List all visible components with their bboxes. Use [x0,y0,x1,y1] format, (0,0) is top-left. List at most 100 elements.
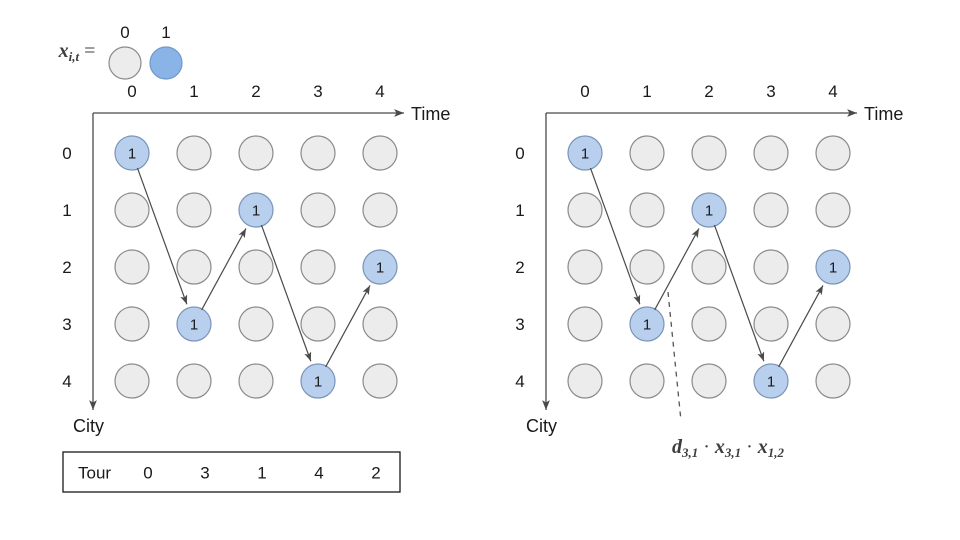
node-value-label: 1 [581,146,589,163]
tour-edge-arrow [260,224,312,362]
grid-node-empty[interactable] [176,135,212,171]
node-value-label: 1 [376,260,384,277]
grid-node-empty[interactable] [753,192,789,228]
grid-node-empty[interactable] [815,135,851,171]
grid-node-empty[interactable] [176,363,212,399]
node-circle [567,306,603,342]
grid-node-empty[interactable] [753,135,789,171]
node-circle [114,192,150,228]
grid-node-empty[interactable] [114,306,150,342]
tour-cell-3: 4 [314,464,323,483]
grid-node-empty[interactable] [691,363,727,399]
grid-node-empty[interactable] [362,192,398,228]
grid-node-empty[interactable] [238,135,274,171]
grid-node-empty[interactable] [629,363,665,399]
legend-swatch-zero [108,46,142,80]
grid-node-active[interactable]: 1 [691,192,727,228]
node-circle [629,192,665,228]
grid-node-active[interactable]: 1 [629,306,665,342]
grid-node-active[interactable]: 1 [114,135,150,171]
grid-node-empty[interactable] [567,192,603,228]
grid-node-empty[interactable] [567,306,603,342]
grid-node-empty[interactable] [753,306,789,342]
grid-node-empty[interactable] [362,306,398,342]
node-value-label: 1 [829,260,837,277]
grid-node-empty[interactable] [300,249,336,285]
grid-node-empty[interactable] [691,249,727,285]
tour-table-border [62,451,401,493]
right-time-axis-label: Time [864,104,903,124]
grid-node-empty[interactable] [176,192,212,228]
node-circle [691,135,727,171]
grid-node-empty[interactable] [815,306,851,342]
node-circle [362,135,398,171]
tour-row-label: Tour [78,464,111,483]
tour-cell-2: 1 [257,464,266,483]
grid-node-empty[interactable] [300,135,336,171]
node-value-label: 1 [314,374,322,391]
grid-node-empty[interactable] [238,306,274,342]
node-circle [114,249,150,285]
tour-edge-arrow [136,167,188,305]
grid-node-active[interactable]: 1 [300,363,336,399]
node-circle [300,192,336,228]
node-circle [238,135,274,171]
grid-node-empty[interactable] [114,363,150,399]
left-grid-nodes: 1 1 1 1 1 [114,135,398,399]
grid-node-empty[interactable] [114,192,150,228]
grid-node-empty[interactable] [691,135,727,171]
left-time-tick-4: 4 [375,82,384,101]
node-circle [629,249,665,285]
grid-node-empty[interactable] [300,192,336,228]
tour-edge-arrow [713,224,765,362]
node-circle [567,192,603,228]
grid-node-active[interactable]: 1 [567,135,603,171]
node-circle [362,192,398,228]
left-time-tick-0: 0 [127,82,136,101]
grid-node-active[interactable]: 1 [238,192,274,228]
node-value-label: 1 [128,146,136,163]
left-city-tick-3: 3 [62,315,71,334]
grid-node-empty[interactable] [815,363,851,399]
grid-node-active[interactable]: 1 [362,249,398,285]
left-city-tick-4: 4 [62,372,71,391]
grid-node-empty[interactable] [114,249,150,285]
grid-node-empty[interactable] [362,363,398,399]
grid-node-empty[interactable] [629,249,665,285]
left-city-tick-2: 2 [62,258,71,277]
node-circle [176,249,212,285]
grid-node-empty[interactable] [567,363,603,399]
grid-node-empty[interactable] [567,249,603,285]
grid-node-empty[interactable] [753,249,789,285]
node-circle [114,363,150,399]
right-time-tick-1: 1 [642,82,651,101]
annotation-x1-sym: x [714,436,725,458]
grid-node-empty[interactable] [629,192,665,228]
distance-term-annotation: d3,1 · x3,1 · x1,2 [672,436,785,460]
grid-node-empty[interactable] [176,249,212,285]
node-circle [238,363,274,399]
node-circle [238,306,274,342]
grid-node-empty[interactable] [238,363,274,399]
node-circle [300,249,336,285]
node-circle [753,135,789,171]
grid-node-active[interactable]: 1 [176,306,212,342]
grid-node-active[interactable]: 1 [753,363,789,399]
node-circle [300,135,336,171]
left-time-axis-label: Time [411,104,450,124]
grid-node-empty[interactable] [691,306,727,342]
grid-node-empty[interactable] [362,135,398,171]
grid-node-empty[interactable] [629,135,665,171]
node-circle [176,135,212,171]
node-circle [300,306,336,342]
left-city-tick-1: 1 [62,201,71,220]
grid-node-active[interactable]: 1 [815,249,851,285]
grid-node-empty[interactable] [815,192,851,228]
node-circle [753,192,789,228]
grid-node-empty[interactable] [238,249,274,285]
node-circle [753,249,789,285]
grid-node-empty[interactable] [300,306,336,342]
node-circle [567,363,603,399]
right-time-tick-4: 4 [828,82,837,101]
